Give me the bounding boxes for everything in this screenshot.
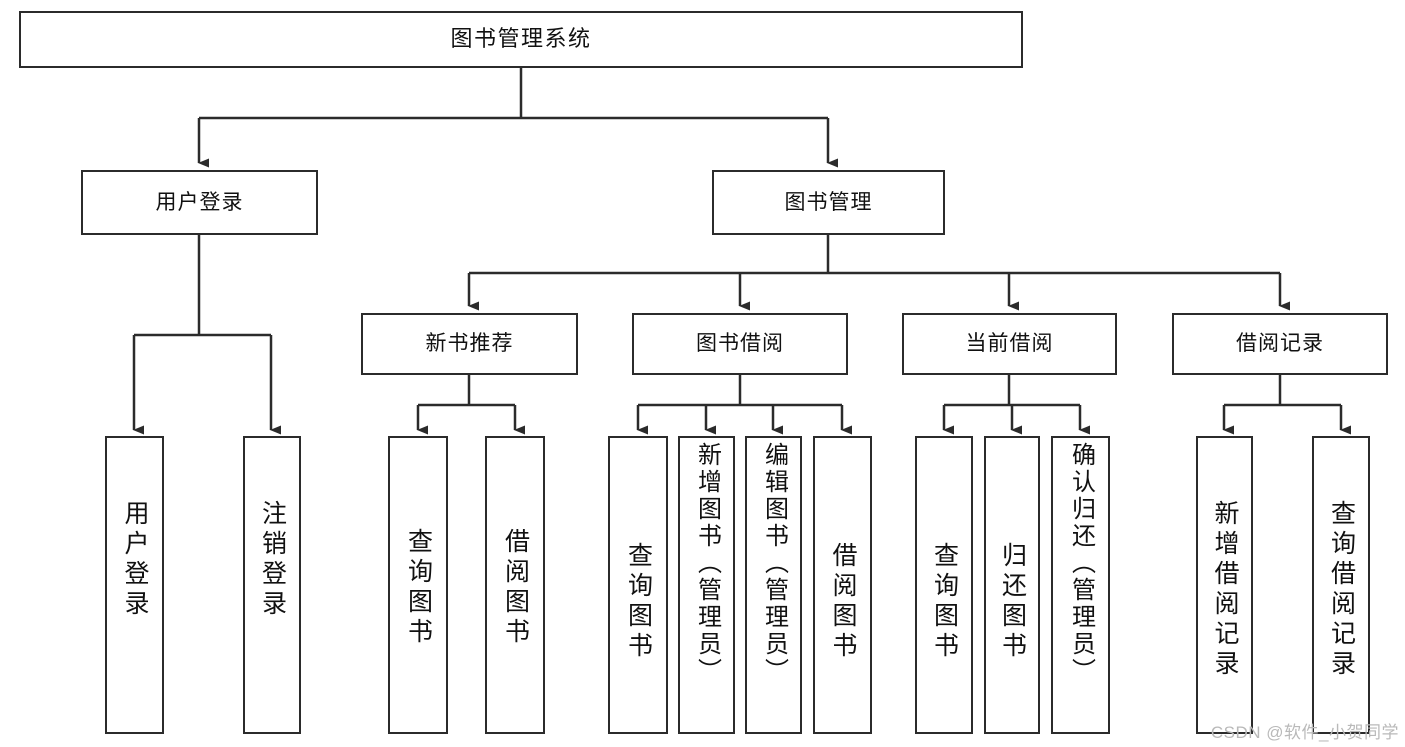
node-label: 当前借阅 [965, 332, 1054, 356]
leaf-query-book-current[interactable]: 查询图书 [915, 436, 973, 734]
leaf-query-borrow-record[interactable]: 查询借阅记录 [1312, 436, 1370, 734]
leaf-add-book-admin[interactable]: 新增图书（管理员） [678, 436, 735, 734]
node-label: 新增借阅记录 [1211, 500, 1239, 680]
leaf-confirm-return-admin[interactable]: 确认归还（管理员） [1051, 436, 1110, 734]
node-label: 查询借阅记录 [1327, 500, 1356, 680]
leaf-borrow-book-new[interactable]: 借阅图书 [485, 436, 545, 734]
node-label: 新增图书（管理员） [693, 442, 721, 685]
leaf-add-borrow-record[interactable]: 新增借阅记录 [1196, 436, 1253, 734]
leaf-logout[interactable]: 注销登录 [243, 436, 301, 734]
node-borrow-record[interactable]: 借阅记录 [1172, 313, 1388, 375]
node-label: 查询图书 [624, 542, 653, 662]
leaf-query-book-new[interactable]: 查询图书 [388, 436, 448, 734]
node-label: 图书管理 [784, 190, 873, 214]
node-book-borrow[interactable]: 图书借阅 [632, 313, 848, 375]
watermark-text: CSDN @软件_小贺同学 [1210, 723, 1399, 742]
node-label: 新书推荐 [425, 332, 514, 356]
leaf-user-login[interactable]: 用户登录 [105, 436, 164, 734]
node-label: 借阅记录 [1236, 332, 1324, 356]
node-user-login[interactable]: 用户登录 [81, 170, 318, 235]
node-label: 图书管理系统 [450, 26, 592, 52]
node-root-system[interactable]: 图书管理系统 [19, 11, 1023, 68]
leaf-edit-book-admin[interactable]: 编辑图书（管理员） [745, 436, 802, 734]
node-label: 用户登录 [121, 500, 149, 620]
node-label: 借阅图书 [501, 528, 530, 648]
node-label: 注销登录 [258, 500, 287, 620]
leaf-borrow-book[interactable]: 借阅图书 [813, 436, 872, 734]
node-label: 借阅图书 [829, 542, 857, 662]
node-label: 编辑图书（管理员） [760, 442, 788, 685]
node-book-management[interactable]: 图书管理 [712, 170, 945, 235]
node-label: 用户登录 [155, 190, 244, 214]
node-new-book-recommend[interactable]: 新书推荐 [361, 313, 578, 375]
node-label: 图书借阅 [696, 332, 784, 356]
leaf-return-book[interactable]: 归还图书 [984, 436, 1040, 734]
leaf-query-book-borrow[interactable]: 查询图书 [608, 436, 668, 734]
node-label: 查询图书 [404, 528, 433, 648]
node-label: 确认归还（管理员） [1067, 442, 1095, 685]
node-label: 归还图书 [998, 542, 1027, 662]
node-current-borrow[interactable]: 当前借阅 [902, 313, 1117, 375]
node-label: 查询图书 [930, 542, 959, 662]
